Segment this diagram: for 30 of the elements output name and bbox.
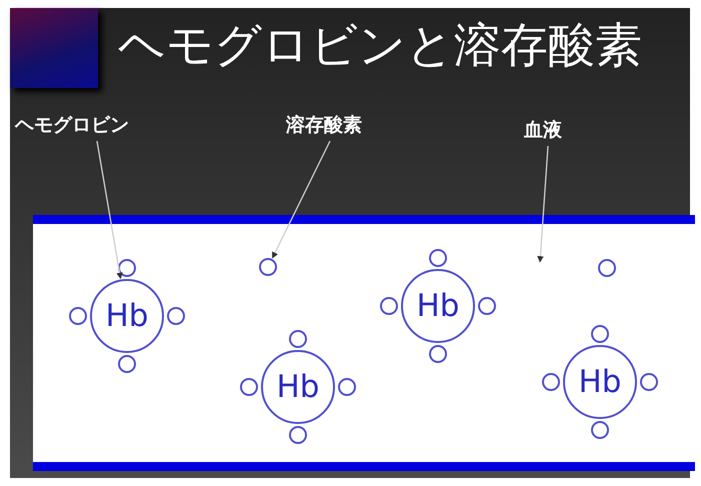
callout-label: ヘモグロビン xyxy=(15,112,175,140)
oxygen-circle xyxy=(380,297,398,315)
oxygen-circle xyxy=(289,426,307,444)
oxygen-circle xyxy=(259,258,277,276)
oxygen-circle xyxy=(598,259,616,277)
oxygen-circle xyxy=(118,355,136,373)
oxygen-circle xyxy=(240,378,258,396)
oxygen-circle xyxy=(478,297,496,315)
oxygen-circle xyxy=(542,373,560,391)
leader-line xyxy=(537,146,549,263)
callout-label: 溶存酸素 xyxy=(286,112,396,140)
title: ヘモグロビンと溶存酸素 xyxy=(118,17,642,75)
oxygen-circle xyxy=(640,373,658,391)
hemoglobin-label: Hb xyxy=(106,298,148,334)
oxygen-circle xyxy=(167,307,185,325)
oxygen-circle xyxy=(289,330,307,348)
oxygen-circle xyxy=(591,325,609,343)
leader-line xyxy=(96,140,123,280)
oxygen-circle xyxy=(429,345,447,363)
blood-vessel xyxy=(33,215,695,471)
hemoglobin-label: Hb xyxy=(276,369,320,405)
callout-label: 血液 xyxy=(524,117,574,145)
oxygen-circle xyxy=(118,259,136,277)
oxygen-circle xyxy=(591,421,609,439)
oxygen-circle xyxy=(429,249,447,267)
hemoglobin-label: Hb xyxy=(416,288,460,324)
oxygen-circle xyxy=(69,307,87,325)
oxygen-circle xyxy=(338,378,356,396)
leader-line xyxy=(272,140,331,259)
hemoglobin-label: Hb xyxy=(578,364,622,400)
